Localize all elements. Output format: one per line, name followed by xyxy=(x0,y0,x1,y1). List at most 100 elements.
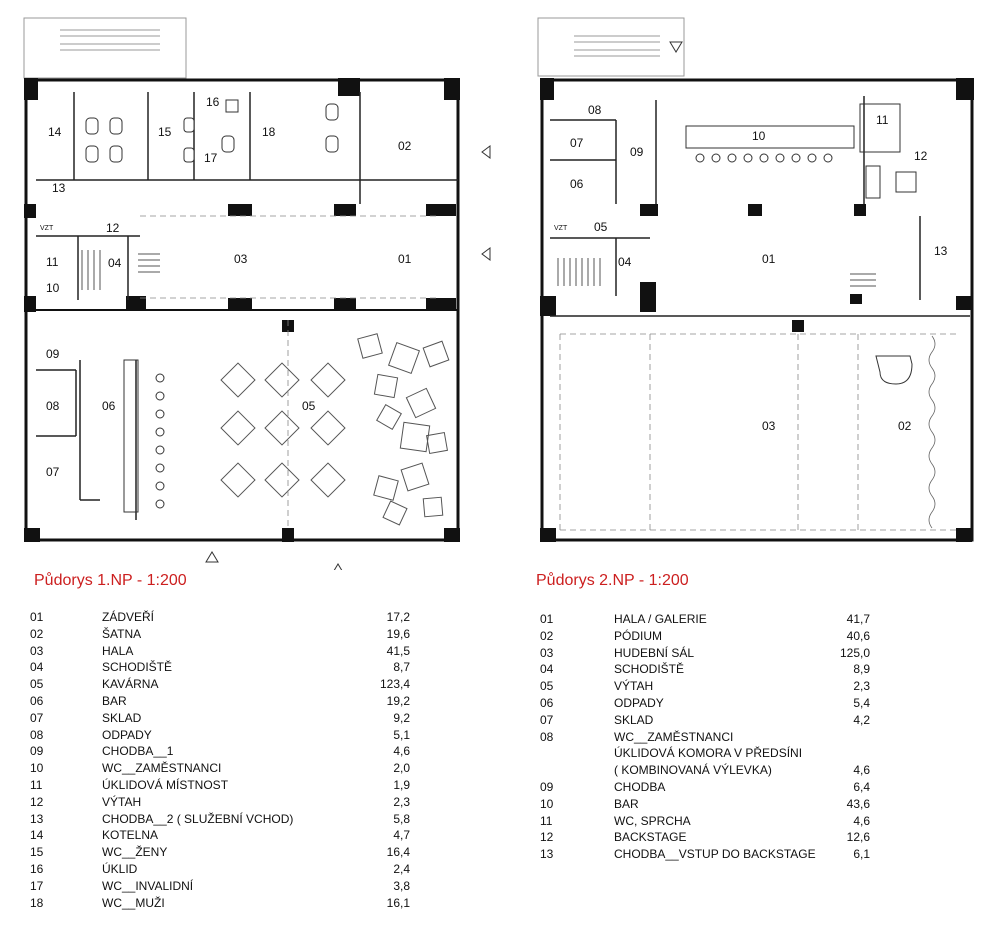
legend-room-area: 9,2 xyxy=(393,710,410,725)
legend-room-name: WC__ZAMĚSTNANCI xyxy=(102,761,222,776)
legend-row: 12 VÝTAH 2,3 xyxy=(30,794,410,811)
room-tag-10: 10 xyxy=(46,281,60,295)
legend-room-name: HALA xyxy=(102,643,134,658)
legend-room-number: 13 xyxy=(540,847,554,862)
pillars xyxy=(24,78,460,542)
legend-room-name: CHODBA__1 xyxy=(102,744,174,759)
legend-room-area: 41,7 xyxy=(846,612,870,626)
legend-room-number: 14 xyxy=(30,828,44,843)
legend-room-name: SKLAD xyxy=(614,712,654,727)
grid-lines xyxy=(559,333,960,531)
legend-room-number: 09 xyxy=(30,744,44,759)
legend-room-area: 4,6 xyxy=(853,813,870,828)
legend-row: 02 ŠATNA 19,6 xyxy=(30,626,410,643)
legend-room-name: ODPADY xyxy=(614,695,664,710)
entrance-canopy xyxy=(23,17,187,79)
legend-room-number: 07 xyxy=(30,710,44,725)
legend-row: 17 WC__INVALIDNÍ 3,8 xyxy=(30,878,410,895)
room-tag-02: 02 xyxy=(898,419,912,433)
room-labels: 01 02 03 04 05 06 07 08 09 10 11 12 13 1… xyxy=(40,95,412,479)
legend-room-number: 02 xyxy=(540,628,554,643)
legend-room-number: 17 xyxy=(30,878,44,893)
entrance-arrows xyxy=(205,145,491,570)
cafe-tables xyxy=(220,362,346,498)
legend-room-area: 8,9 xyxy=(853,662,870,677)
legend-room-name: WC__MUŽI xyxy=(102,895,165,910)
room-tag-12: 12 xyxy=(106,221,120,235)
floor-plan-1np: 01 02 03 04 05 06 07 08 09 10 11 12 13 1… xyxy=(23,17,491,570)
lounge-seating xyxy=(357,333,450,526)
legend-room-name: WC__INVALIDNÍ xyxy=(102,878,194,893)
legend-room-area: 19,6 xyxy=(386,626,410,641)
partitions xyxy=(550,96,970,317)
legend-room-name: VÝTAH xyxy=(102,794,142,809)
legend-room-number: 09 xyxy=(540,779,554,794)
room-tag-05: 05 xyxy=(302,399,316,413)
legend-room-area: 2,0 xyxy=(393,761,410,776)
staircase xyxy=(81,250,160,290)
room-tag-14: 14 xyxy=(48,125,62,139)
legend-room-name: BAR xyxy=(614,796,639,811)
room-tag-13: 13 xyxy=(52,181,66,195)
legend-room-area: 1,9 xyxy=(393,777,410,792)
legend-room-area: 4,6 xyxy=(853,763,870,778)
room-tag-08: 08 xyxy=(588,103,602,117)
legend-room-number: 04 xyxy=(540,662,554,677)
legend-room-area: 6,4 xyxy=(853,779,870,794)
legend-room-area: 3,8 xyxy=(393,878,410,893)
floor-plan-2np: 01 02 03 04 05 06 07 08 09 10 11 12 13 V… xyxy=(537,17,974,542)
legend-room-number: 05 xyxy=(540,679,554,694)
room-labels: 01 02 03 04 05 06 07 08 09 10 11 12 13 V… xyxy=(554,103,948,433)
bar-counter xyxy=(685,125,855,163)
legend-room-area: 2,3 xyxy=(393,794,410,809)
legend-room-name: ODPADY xyxy=(102,727,152,742)
legend-room-number: 02 xyxy=(30,626,44,641)
vzt-label: VZT xyxy=(40,225,54,232)
legend-room-area: 16,1 xyxy=(386,895,410,910)
entrance-canopy xyxy=(537,17,685,77)
room-tag-16: 16 xyxy=(206,95,220,109)
legend-room-number: 16 xyxy=(30,861,44,876)
legend-room-number: 08 xyxy=(30,727,44,742)
legend-room-area: 4,2 xyxy=(853,712,870,727)
legend-room-name: WC, SPRCHA xyxy=(614,813,691,828)
legend-room-number: 08 xyxy=(540,729,554,744)
legend-room-name: PÓDIUM xyxy=(614,628,662,643)
legend-room-name: ŠATNA xyxy=(102,626,142,641)
grid-lines xyxy=(140,215,440,530)
legend-room-area: 4,6 xyxy=(393,744,410,759)
legend-room-area: 123,4 xyxy=(379,677,410,692)
legend-room-number: 03 xyxy=(30,643,44,658)
legend-room-area: 5,4 xyxy=(853,695,870,710)
legend-room-number: 04 xyxy=(30,660,44,675)
legend-room-area: 40,6 xyxy=(846,628,870,643)
room-tag-01: 01 xyxy=(398,252,412,266)
room-tag-02: 02 xyxy=(398,139,412,153)
legend-room-name: WC__ZAMĚSTNANCI xyxy=(614,729,734,744)
stage-curtain xyxy=(928,335,936,529)
legend-room-number: 03 xyxy=(540,645,554,660)
legend-room-name: VÝTAH xyxy=(614,679,654,694)
legend-room-name: WC__ŽENY xyxy=(102,845,168,860)
outer-walls xyxy=(540,78,974,542)
room-tag-03: 03 xyxy=(234,252,248,266)
legend-row: 09 CHODBA__1 4,6 xyxy=(30,743,410,760)
legend-room-number: 12 xyxy=(30,794,44,809)
legend-room-area: 5,8 xyxy=(393,811,410,826)
room-tag-06: 06 xyxy=(570,177,584,191)
legend-room-number: 01 xyxy=(30,610,44,624)
legend-room-area: 4,7 xyxy=(393,828,410,843)
room-tag-10: 10 xyxy=(752,129,766,143)
